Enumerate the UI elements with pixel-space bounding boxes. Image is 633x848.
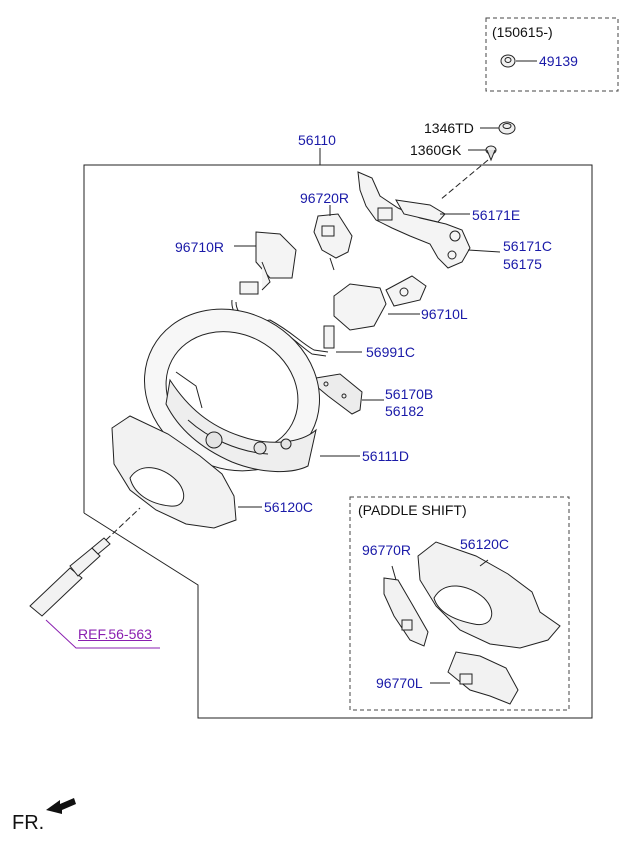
paddle-box-frame <box>349 496 570 711</box>
steering-column-part <box>29 537 111 617</box>
front-arrow-icon <box>46 798 76 814</box>
variant-box-frame <box>485 17 619 92</box>
label-paddle-56120C: 56120C <box>460 536 510 552</box>
paddle-cover-56120C-part <box>417 541 561 649</box>
bolt-1346TD-icon <box>498 121 516 135</box>
label-56120C: 56120C <box>264 499 314 515</box>
label-96770R: 96770R <box>362 542 412 558</box>
label-56991C: 56991C <box>366 344 416 360</box>
label-49139: 49139 <box>539 53 578 69</box>
label-1346TD: 1346TD <box>424 120 474 136</box>
pad-56170B-part <box>315 373 363 415</box>
label-56170B: 56170B <box>385 386 434 402</box>
switch-96710R-part <box>255 231 297 291</box>
label-56111D: 56111D <box>362 448 409 464</box>
main-assembly-frame <box>83 164 593 719</box>
variant-date-code: (150615-) <box>492 24 553 40</box>
label-56110: 56110 <box>298 132 336 148</box>
paddle-96770R-part <box>383 577 429 647</box>
switch-96720R-part <box>313 213 353 271</box>
bolt-1360GK-icon <box>485 145 497 162</box>
label-96720R: 96720R <box>300 190 350 206</box>
label-56175: 56175 <box>503 256 542 272</box>
label-56171C: 56171C <box>503 238 553 254</box>
label-96770L: 96770L <box>376 675 423 691</box>
label-96710L: 96710L <box>421 306 468 322</box>
reference-link[interactable]: REF.56-563 <box>78 626 152 642</box>
bracket-56171-part <box>357 171 471 269</box>
cover-56120C-part <box>111 415 237 529</box>
label-96710R: 96710R <box>175 239 225 255</box>
paddle-96770L-part <box>447 651 519 705</box>
label-1360GK: 1360GK <box>410 142 462 158</box>
switch-96710L-part <box>333 275 427 331</box>
front-direction-label: FR. <box>12 812 45 834</box>
steering-wheel-56111D-part <box>144 308 320 473</box>
paddle-shift-title: (PADDLE SHIFT) <box>358 502 467 518</box>
label-56171E: 56171E <box>472 207 521 223</box>
nut-49139-icon <box>500 54 516 68</box>
label-56182: 56182 <box>385 403 424 419</box>
